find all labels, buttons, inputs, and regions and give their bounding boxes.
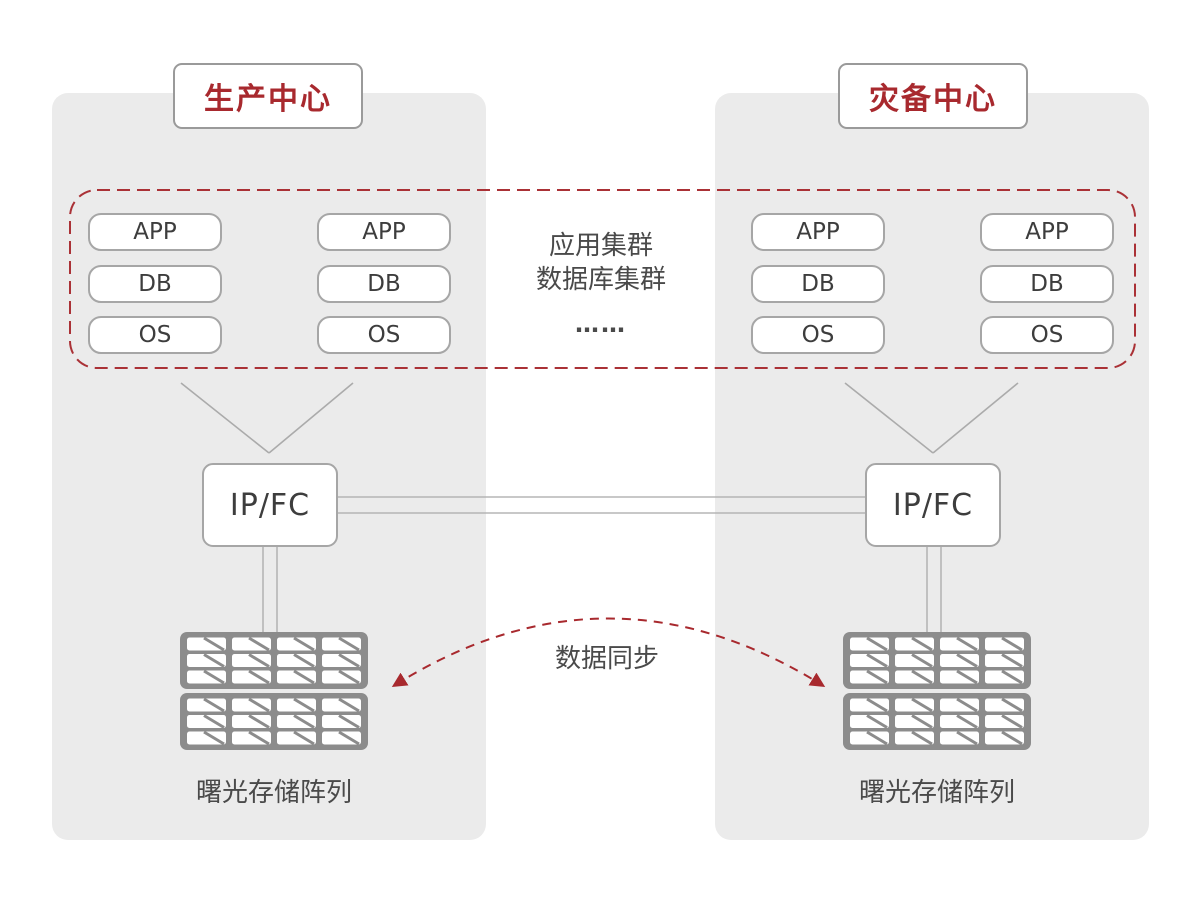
- app-box: APP: [88, 213, 222, 251]
- disaster-ipfc-switch: IP/FC: [865, 463, 1001, 547]
- os-box: OS: [88, 316, 222, 354]
- app-box: APP: [317, 213, 451, 251]
- data-sync-label: 数据同步: [554, 644, 659, 674]
- db-box: DB: [88, 265, 222, 303]
- db-box: DB: [980, 265, 1114, 303]
- os-box: OS: [317, 316, 451, 354]
- cluster-note: 应用集群 数据库集群 ……: [490, 229, 712, 341]
- cluster-note-ellipsis: ……: [575, 310, 627, 338]
- app-box: APP: [751, 213, 885, 251]
- production-ipfc-switch: IP/FC: [202, 463, 338, 547]
- cluster-note-line1: 应用集群: [548, 231, 653, 261]
- os-box: OS: [980, 316, 1114, 354]
- production-storage-label: 曙光存储阵列: [195, 778, 352, 808]
- cluster-note-line2: 数据库集群: [535, 265, 666, 295]
- db-box: DB: [317, 265, 451, 303]
- disaster-center-title: 灾备中心: [838, 63, 1028, 129]
- os-box: OS: [751, 316, 885, 354]
- db-box: DB: [751, 265, 885, 303]
- app-box: APP: [980, 213, 1114, 251]
- disaster-storage-label: 曙光存储阵列: [858, 778, 1015, 808]
- production-center-title: 生产中心: [173, 63, 363, 129]
